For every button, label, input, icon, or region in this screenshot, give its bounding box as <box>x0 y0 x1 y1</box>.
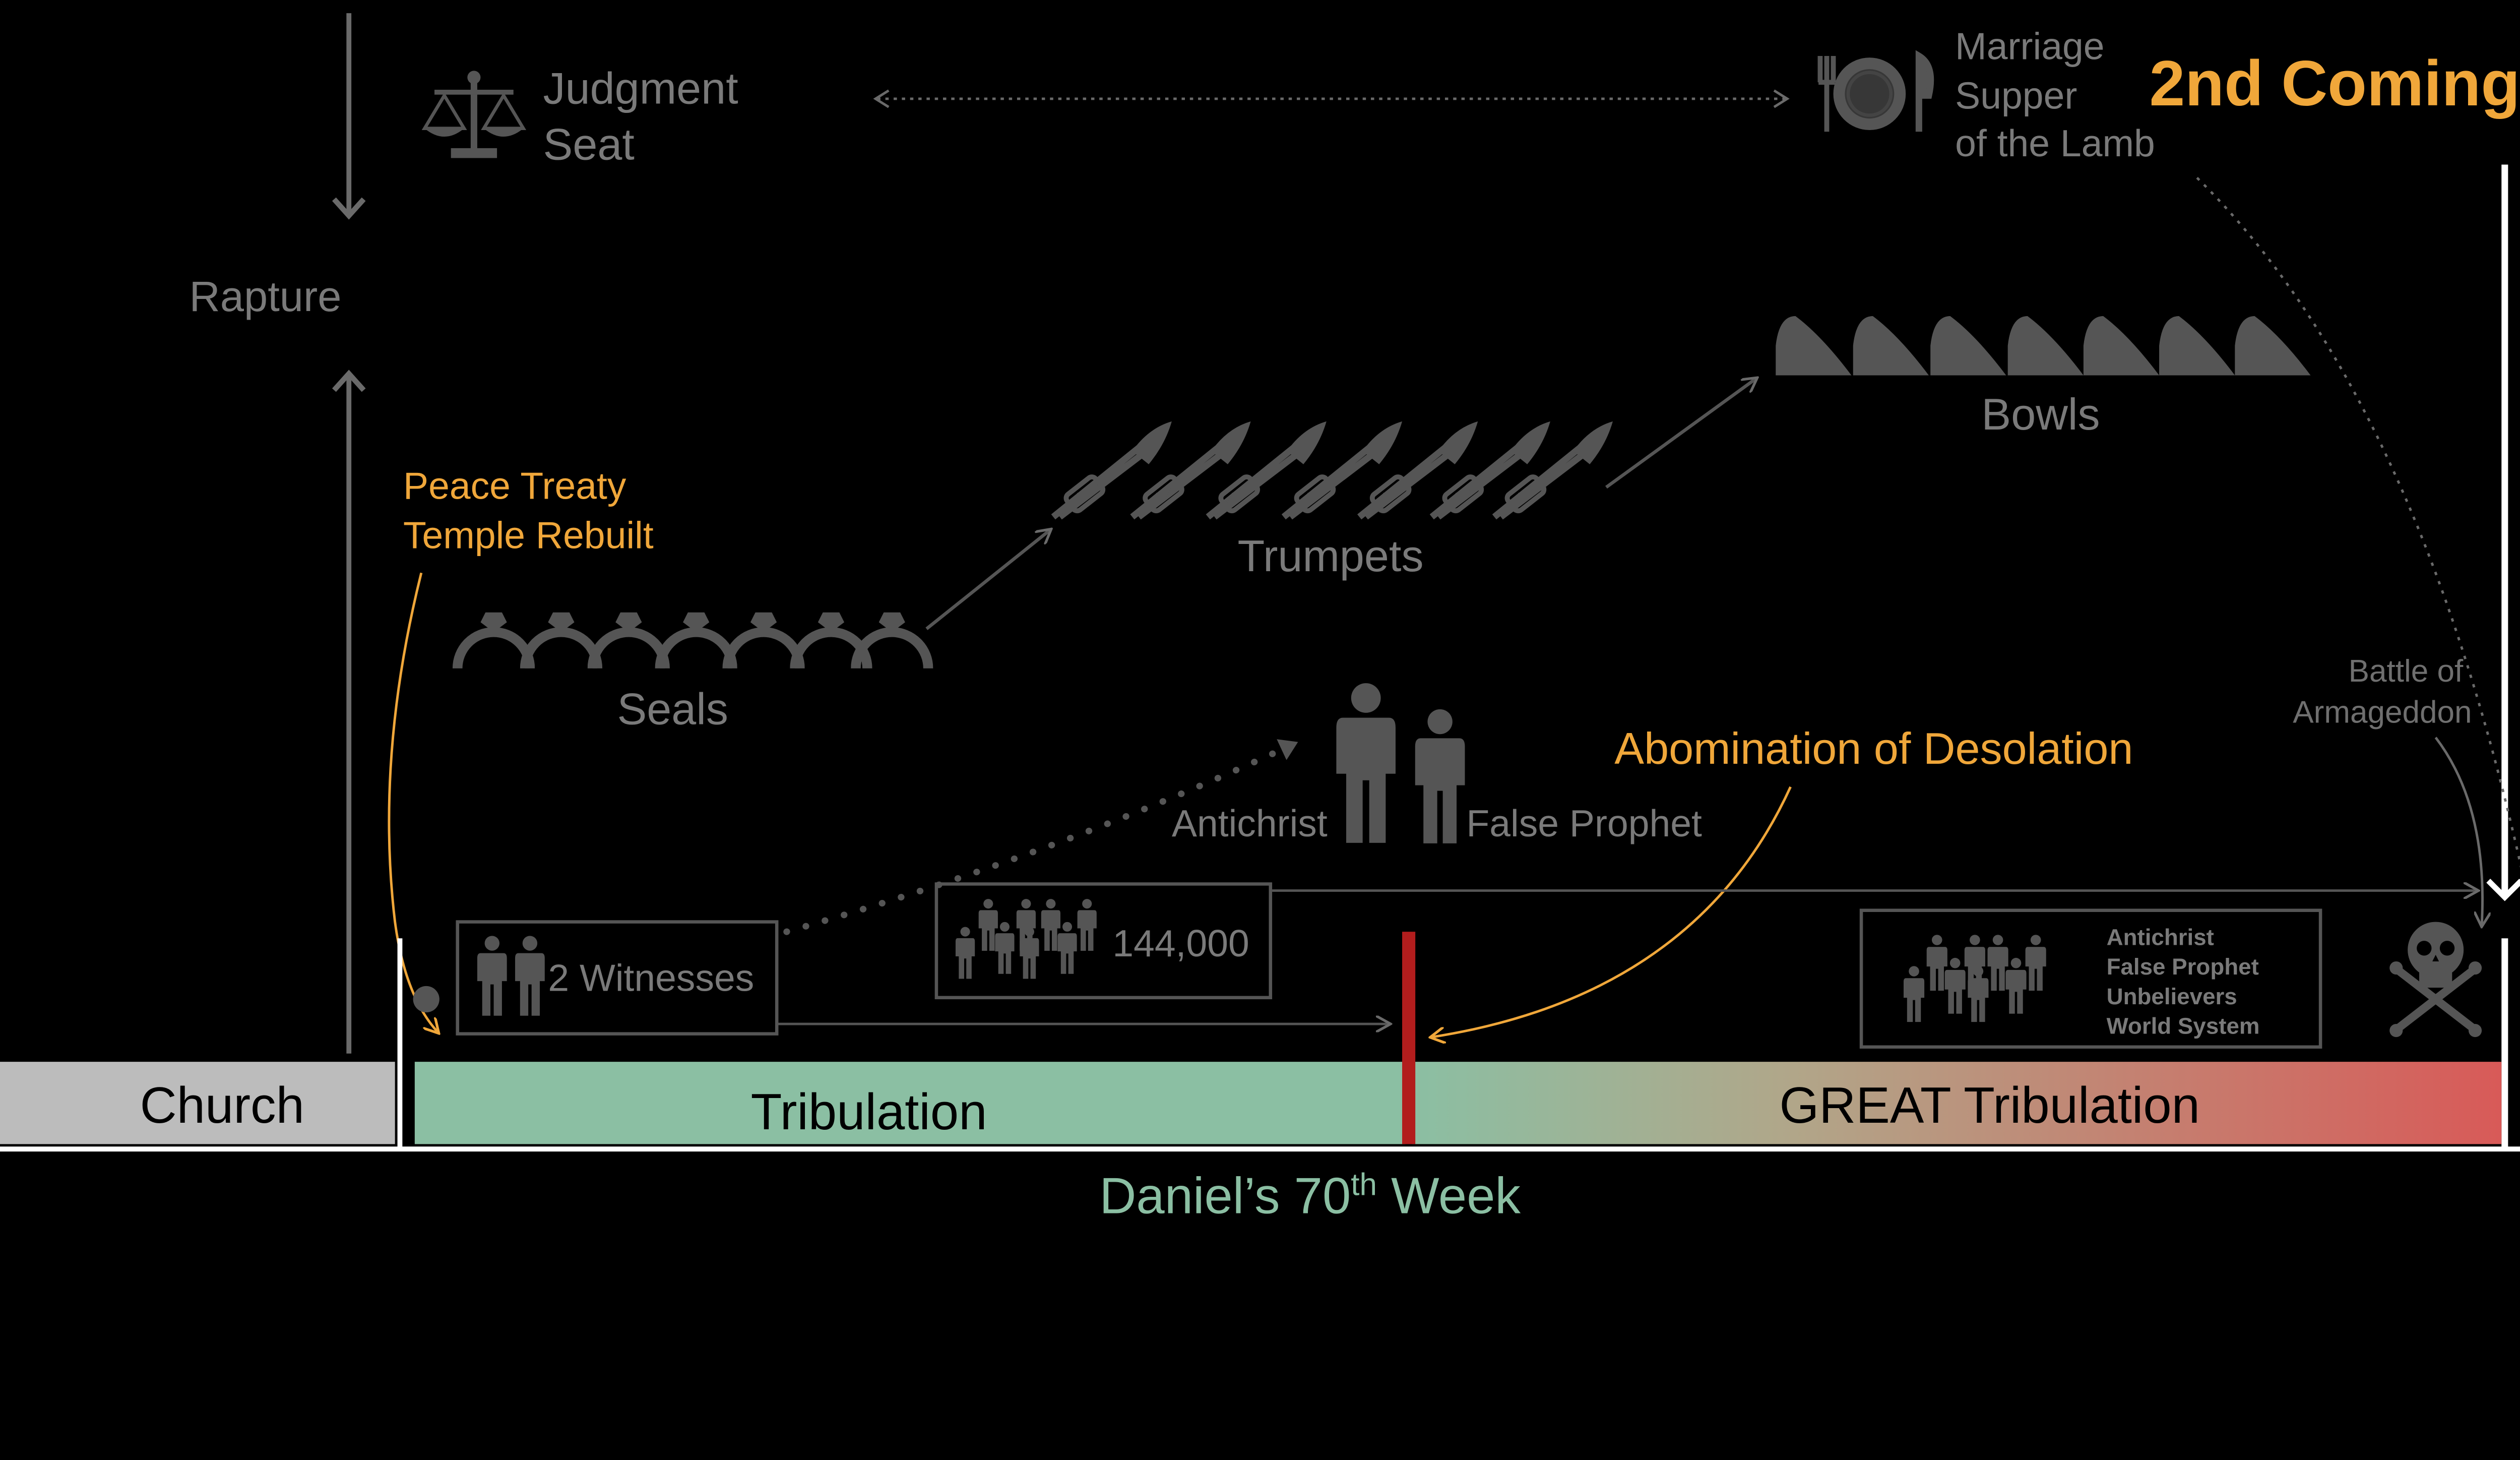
person-icon <box>1077 899 1097 951</box>
person-icon <box>477 936 507 1016</box>
marriage-supper-label: Marriage Supper of the Lamb <box>1955 25 2155 165</box>
abomination-marker <box>1402 932 1416 1144</box>
great-tribulation-bar <box>1412 1062 2502 1144</box>
seals-label: Seals <box>617 684 728 734</box>
two-witnesses-box: 2 Witnesses <box>413 920 779 1036</box>
person-icon <box>1944 957 1966 1014</box>
two-witnesses-label: 2 Witnesses <box>548 957 754 999</box>
peace-treaty-arrow <box>388 572 438 1032</box>
bowl-icon <box>2007 316 2084 376</box>
second-coming-label: 2nd Coming <box>2149 47 2520 119</box>
bowl-icon <box>2159 316 2235 376</box>
false-prophet-person-icon <box>1415 709 1465 843</box>
bowl-icon <box>2235 316 2311 376</box>
person-icon <box>1057 922 1077 974</box>
daniel-70th-week-label: Daniel’s 70th Week <box>1099 1168 1521 1225</box>
great-tribulation-label: GREAT Tribulation <box>1780 1077 2200 1134</box>
person-icon <box>2005 957 2027 1014</box>
person-icon <box>995 922 1015 974</box>
ring-icon <box>660 613 732 668</box>
bowls-label: Bowls <box>1981 389 2100 439</box>
witnesses-to-antichrist-connector <box>783 739 1298 935</box>
bowls-icons <box>1776 316 2311 376</box>
abomination-label: Abomination of Desolation <box>1614 723 2133 773</box>
trumpets-to-bowls-arrow <box>1605 379 1756 489</box>
peace-treaty-label: Peace Treaty Temple Rebuilt <box>403 464 654 556</box>
bowl-icon <box>1930 316 2006 376</box>
seals-icons <box>458 613 928 668</box>
trumpet-icon <box>1494 421 1613 517</box>
judgment-seat-label: Judgment Seat <box>543 64 751 169</box>
tribulation-label: Tribulation <box>751 1083 987 1140</box>
seals-to-trumpets-arrow <box>925 530 1050 630</box>
person-icon <box>1903 966 1925 1022</box>
skull-crossbones-icon <box>2389 922 2482 1038</box>
ring-icon <box>593 613 665 668</box>
person-icon <box>978 899 998 951</box>
scales-icon <box>421 71 527 158</box>
judged-list: Antichrist False Prophet Unbelievers Wor… <box>2107 924 2265 1039</box>
trumpets-label: Trumpets <box>1238 531 1424 581</box>
person-icon <box>515 936 545 1016</box>
box-144000: 144,000 <box>934 882 1273 1000</box>
antichrist-person-icon <box>1336 683 1396 843</box>
count-144000-label: 144,000 <box>1112 922 1249 964</box>
bowl-icon <box>2083 316 2160 376</box>
supper-to-armageddon-connector <box>2196 176 2520 868</box>
person-icon <box>1926 935 1947 991</box>
ring-icon <box>727 613 800 668</box>
rapture-label: Rapture <box>190 272 342 320</box>
bowl-icon <box>1853 316 1929 376</box>
ring-icon <box>458 613 530 668</box>
judged-box: Antichrist False Prophet Unbelievers Wor… <box>1859 908 2322 1049</box>
ring-icon <box>525 613 598 668</box>
antichrist-label: Antichrist <box>1172 802 1328 844</box>
tribulation-bar <box>414 1062 1406 1144</box>
person-icon <box>1987 935 2008 991</box>
plate-fork-knife-icon <box>1817 50 1934 132</box>
person-icon <box>956 927 975 979</box>
church-label: Church <box>140 1077 304 1134</box>
armageddon-label: Battle of Armageddon <box>2293 654 2472 730</box>
church-bar <box>0 1062 395 1144</box>
person-icon <box>1041 899 1061 951</box>
witness-dot-icon <box>413 986 439 1013</box>
trumpets-icons <box>1053 421 1613 517</box>
bowl-icon <box>1776 316 1852 376</box>
armageddon-arrow <box>2434 737 2483 925</box>
false-prophet-label: False Prophet <box>1466 802 1702 844</box>
person-icon <box>2025 935 2046 991</box>
abomination-arrow <box>1432 786 1792 1037</box>
